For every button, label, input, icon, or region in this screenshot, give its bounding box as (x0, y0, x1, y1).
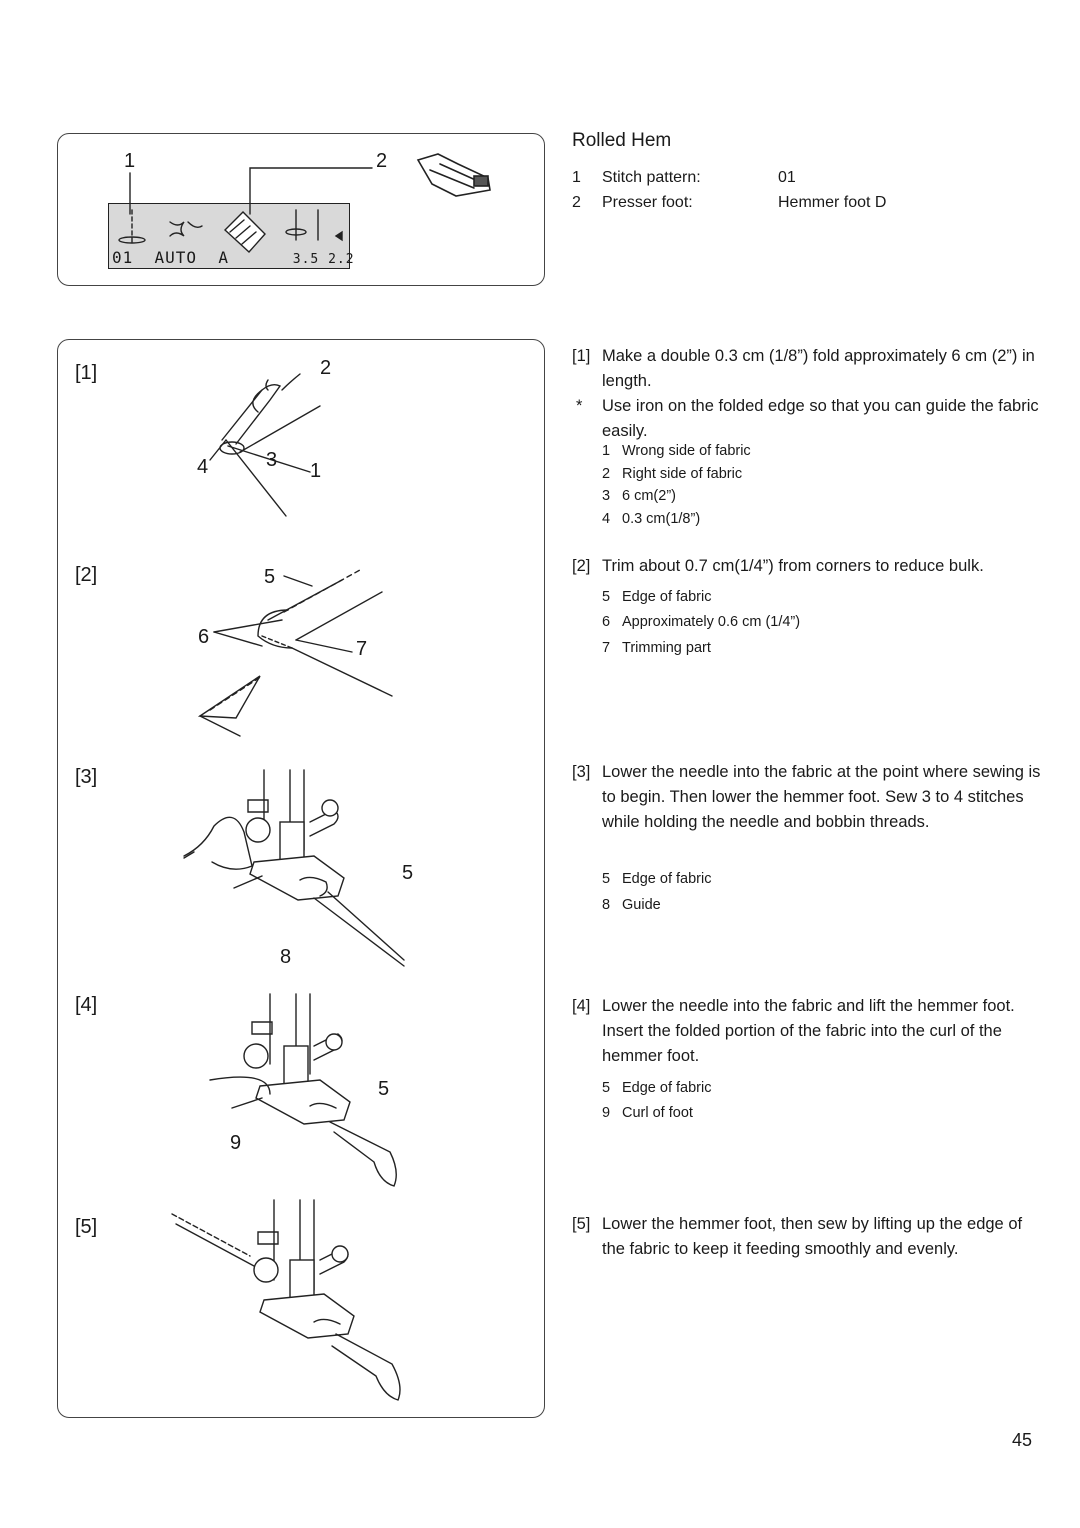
straight-stitch-icon (118, 209, 146, 244)
callout-f2-6: 6 (198, 626, 210, 648)
callout-presser-foot: 2 (376, 150, 388, 172)
callout-f3-5: 5 (402, 862, 414, 884)
step-text: Lower the needle into the fabric at the … (602, 763, 1041, 831)
callout-f4-9: 9 (230, 1132, 242, 1154)
sewing-step4-illustration (209, 993, 397, 1187)
figure-label-1: [1] (75, 362, 98, 384)
settings-panel (57, 133, 545, 286)
step-number: [5] (572, 1215, 591, 1233)
callout-f1-2: 2 (320, 357, 332, 379)
callout-f3-8: 8 (280, 946, 292, 968)
callout-f2-5: 5 (264, 566, 276, 588)
illustration-panel (57, 339, 545, 1418)
step-4: [4] Lower the needle into the fabric and… (572, 994, 1042, 1069)
stitch-glyph-icon (169, 221, 203, 237)
needle-position-icon (285, 209, 343, 242)
callout-f2-7: 7 (356, 638, 368, 660)
callout-stitch-pattern: 1 (124, 150, 136, 172)
hemmer-foot-icon (416, 153, 491, 197)
spec-row-stitch-pattern: 1 (572, 169, 581, 186)
callout-f4-5: 5 (378, 1078, 390, 1100)
lcd-display (108, 203, 350, 269)
leader-2 (249, 167, 373, 215)
sewing-step3-illustration (183, 769, 405, 967)
page-number: 45 (1012, 1430, 1033, 1450)
spec-value: Hemmer foot D (778, 194, 887, 211)
step-1-note: * Use iron on the folded edge so that yo… (572, 394, 1042, 444)
callout-f1-3: 3 (266, 449, 278, 471)
note-text: Use iron on the folded edge so that you … (602, 397, 1039, 440)
spec-label: Presser foot: (602, 194, 693, 211)
step-number: [1] (572, 347, 591, 365)
presser-foot-lcd-icon (223, 211, 266, 253)
step-text: Trim about 0.7 cm(1/4”) from corners to … (602, 557, 984, 575)
spec-row-presser-foot: 2 (572, 194, 581, 211)
spec-value: 01 (778, 169, 796, 186)
figure-label-4: [4] (75, 994, 98, 1016)
step-text: Make a double 0.3 cm (1/8”) fold approxi… (602, 347, 1035, 390)
figure-label-2: [2] (75, 564, 98, 586)
step-2: [2] Trim about 0.7 cm(1/4”) from corners… (572, 554, 1042, 579)
page-title: Rolled Hem (572, 130, 672, 151)
fold-illustration (209, 373, 321, 517)
callout-f1-4: 4 (197, 456, 209, 478)
figure-label-3: [3] (75, 766, 98, 788)
step-text: Lower the needle into the fabric and lif… (602, 997, 1015, 1065)
step-number: [4] (572, 997, 591, 1015)
step-1: [1] Make a double 0.3 cm (1/8”) fold app… (572, 344, 1042, 394)
sewing-step5-illustration (171, 1199, 401, 1401)
step-5: [5] Lower the hemmer foot, then sew by l… (572, 1212, 1042, 1262)
note-mark: * (576, 397, 583, 415)
spec-label: Stitch pattern: (602, 169, 701, 186)
step-text: Lower the hemmer foot, then sew by lifti… (602, 1215, 1023, 1258)
step-number: [2] (572, 557, 591, 575)
step-number: [3] (572, 763, 591, 781)
lcd-readout: 01 AUTO A 3.5 2.2 (112, 248, 355, 267)
step-3: [3] Lower the needle into the fabric at … (572, 760, 1042, 835)
trim-illustration (197, 569, 393, 737)
callout-f1-1: 1 (310, 460, 322, 482)
figure-label-5: [5] (75, 1216, 98, 1238)
